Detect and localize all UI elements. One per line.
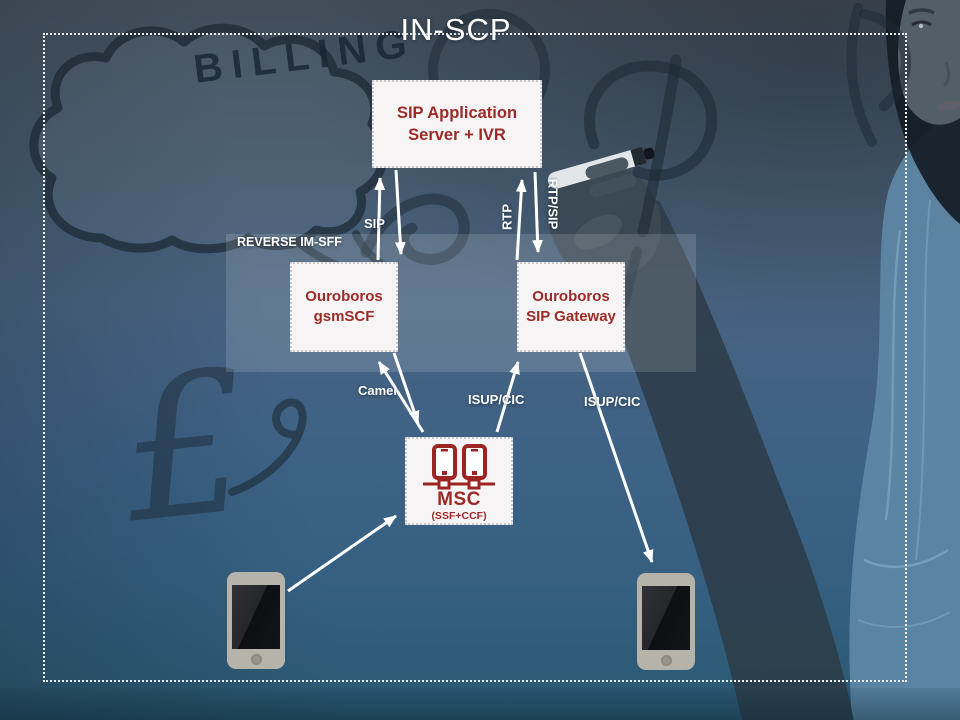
edge-label-sip: SIP [364, 216, 385, 231]
node-label: SIP Gateway [526, 308, 616, 325]
slide-border [43, 33, 907, 682]
node-sip-application-server: SIP Application Server + IVR [372, 80, 542, 168]
node-ouroboros-gsmscf: Ouroboros gsmSCF [290, 262, 398, 352]
msc-phones-network-icon [423, 444, 495, 490]
smartphone-graphic-left [227, 572, 285, 669]
edge-label-isup-cic-right: ISUP/CIC [584, 394, 641, 409]
node-label: Ouroboros [305, 288, 383, 305]
slide-title: IN-SCP [400, 12, 512, 47]
node-sublabel: (SSF+CCF) [431, 510, 487, 522]
node-label: gsmSCF [313, 308, 375, 325]
network-node [437, 478, 451, 490]
node-ouroboros-sip-gateway: Ouroboros SIP Gateway [517, 262, 625, 352]
node-label: MSC [437, 489, 481, 510]
edge-label-camel: Camel [358, 383, 398, 398]
network-node [467, 478, 481, 490]
bottom-shade [0, 688, 960, 720]
node-label: Ouroboros [532, 288, 610, 305]
edge-label-rtp: RTP [499, 204, 515, 230]
edge-label-reverse-im-sff: REVERSE IM-SFF [237, 235, 342, 249]
edge-label-rtp-sip: RTP/SIP [545, 178, 561, 230]
smartphone-graphic-right [637, 573, 695, 670]
node-label: SIP Application [396, 104, 518, 122]
node-msc: MSC (SSF+CCF) [405, 437, 513, 525]
node-label: Server + IVR [408, 126, 506, 144]
edge-label-isup-cic-left: ISUP/CIC [468, 392, 525, 407]
phone-screen [642, 586, 690, 650]
phone-home-button [250, 654, 262, 665]
phone-home-button [660, 655, 672, 666]
phone-screen [232, 585, 280, 649]
